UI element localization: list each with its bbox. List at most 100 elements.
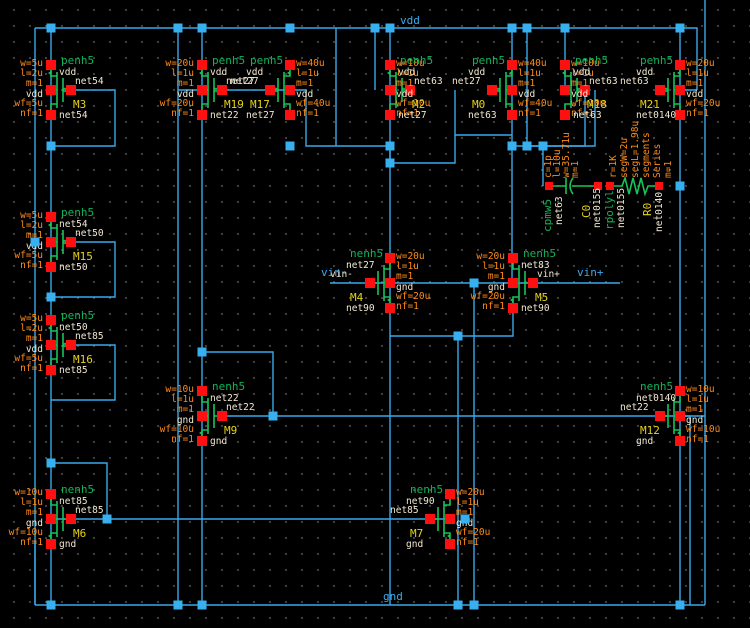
- pin[interactable]: [545, 182, 553, 190]
- source-pin[interactable]: [197, 436, 207, 446]
- gate-pin[interactable]: [580, 85, 590, 95]
- gate-pin[interactable]: [66, 340, 76, 350]
- source-pin[interactable]: [445, 539, 455, 549]
- source-pin[interactable]: [285, 110, 295, 120]
- transistor-M6[interactable]: w=10ul=1um=1wf=10unf=1gndnenh5M6net85gnd…: [9, 483, 104, 550]
- bulk-pin[interactable]: [508, 278, 518, 288]
- bulk-pin[interactable]: [385, 85, 395, 95]
- transistor-M12[interactable]: w=10ul=1um=1wf=10unf=1gndnenh5M12net0140…: [620, 380, 720, 447]
- cell-name-label: penh5: [250, 54, 283, 67]
- source-pin[interactable]: [46, 539, 56, 549]
- drain-pin[interactable]: [46, 315, 56, 325]
- transistor-M2[interactable]: w=10ul=1um=1wf=10unf=1vddpenh5M2vddnet27…: [385, 54, 443, 121]
- junction-dot: [560, 23, 570, 33]
- gate-net-label: net22: [226, 402, 255, 413]
- bulk-pin[interactable]: [507, 85, 517, 95]
- gate-pin[interactable]: [405, 85, 415, 95]
- vin-plus-pin[interactable]: vin+: [577, 266, 604, 279]
- gate-pin[interactable]: [66, 85, 76, 95]
- drain-pin[interactable]: [285, 60, 295, 70]
- resistor-R0[interactable]: [606, 175, 663, 197]
- bulk-pin[interactable]: [675, 85, 685, 95]
- drain-pin[interactable]: [508, 253, 518, 263]
- transistor-M3[interactable]: w=5ul=2um=1wf=5unf=1vddpenh5M3vddnet54ne…: [14, 54, 103, 121]
- gate-pin[interactable]: [425, 514, 435, 524]
- gate-pin[interactable]: [655, 411, 665, 421]
- drain-pin[interactable]: [675, 60, 685, 70]
- source-pin[interactable]: [675, 436, 685, 446]
- drain-pin[interactable]: [507, 60, 517, 70]
- bulk-pin[interactable]: [46, 237, 56, 247]
- net-label: net83: [521, 260, 550, 271]
- vin-minus-pin[interactable]: vin-: [321, 266, 348, 279]
- resistor-param: Series: [652, 144, 663, 178]
- source-pin[interactable]: [197, 110, 207, 120]
- transistor-M16[interactable]: w=5ul=2um=1wf=5unf=1vddpenh5M16net50net8…: [14, 309, 103, 376]
- capacitor-C0[interactable]: [545, 177, 602, 195]
- bulk-pin[interactable]: [197, 411, 207, 421]
- gate-pin[interactable]: [487, 85, 497, 95]
- gnd-label: gnd: [383, 590, 403, 603]
- gate-pin[interactable]: [655, 85, 665, 95]
- bulk-pin[interactable]: [560, 85, 570, 95]
- gate-pin[interactable]: [217, 85, 227, 95]
- pin[interactable]: [655, 182, 663, 190]
- transistor-M18[interactable]: w=10ul=1um=1wf=10unf=1vddpenh5M18vddnet6…: [560, 54, 618, 121]
- drain-pin[interactable]: [385, 60, 395, 70]
- source-pin[interactable]: [46, 262, 56, 272]
- drain-pin[interactable]: [46, 60, 56, 70]
- junction-dot: [102, 514, 112, 524]
- junction-dot: [285, 141, 295, 151]
- transistor-M5[interactable]: w=20ul=1um=1wf=20unf=1gndnenh5M5net83net…: [471, 247, 560, 314]
- source-pin[interactable]: [508, 303, 518, 313]
- bulk-pin[interactable]: [46, 85, 56, 95]
- param-label: m=1: [686, 404, 703, 415]
- instance-label: M6: [73, 527, 86, 540]
- transistor-M17[interactable]: w=40ul=1um=1wf=40unf=1vddpenh5M17vddnet2…: [230, 54, 330, 121]
- source-pin[interactable]: [46, 110, 56, 120]
- junction-dot: [453, 331, 463, 341]
- drain-pin[interactable]: [197, 386, 207, 396]
- drain-pin[interactable]: [560, 60, 570, 70]
- source-pin[interactable]: [560, 110, 570, 120]
- drain-pin[interactable]: [675, 386, 685, 396]
- transistor-M0[interactable]: w=40ul=1um=1wf=40unf=1vddpenh5M0vddnet63…: [452, 54, 552, 121]
- net-label: gnd: [59, 539, 76, 550]
- bulk-pin[interactable]: [385, 278, 395, 288]
- drain-pin[interactable]: [385, 253, 395, 263]
- gate-net-label: net22: [620, 402, 649, 413]
- gate-pin[interactable]: [217, 411, 227, 421]
- bulk-pin[interactable]: [285, 85, 295, 95]
- drain-pin[interactable]: [445, 489, 455, 499]
- transistor-M15[interactable]: w=5ul=2um=1wf=5unf=1vddpenh5M15net54net5…: [14, 206, 103, 273]
- vdd-rail[interactable]: [35, 27, 698, 90]
- bulk-pin[interactable]: [445, 514, 455, 524]
- bulk-pin[interactable]: [46, 514, 56, 524]
- gate-pin[interactable]: [265, 85, 275, 95]
- drain-pin[interactable]: [197, 60, 207, 70]
- source-pin[interactable]: [507, 110, 517, 120]
- transistor-M9[interactable]: w=10ul=1um=1wf=10unf=1gndnenh5M9net22gnd…: [160, 380, 255, 447]
- bulk-pin[interactable]: [675, 411, 685, 421]
- gate-pin[interactable]: [66, 237, 76, 247]
- transistor-M4[interactable]: w=20ul=1um=1wf=20unf=1gndnenh5M4net27net…: [330, 247, 430, 314]
- drain-pin[interactable]: [46, 212, 56, 222]
- drain-pin[interactable]: [46, 489, 56, 499]
- transistor-M21[interactable]: w=20ul=1um=1wf=20unf=1vddpenh5M21vddnet0…: [620, 54, 720, 121]
- gate-pin[interactable]: [528, 278, 538, 288]
- bulk-pin[interactable]: [46, 340, 56, 350]
- source-pin[interactable]: [385, 303, 395, 313]
- source-pin[interactable]: [675, 110, 685, 120]
- gate-pin[interactable]: [365, 278, 375, 288]
- source-pin[interactable]: [385, 110, 395, 120]
- net-label: vdd: [468, 67, 485, 78]
- bulk-net-label: vdd: [518, 89, 535, 100]
- pin[interactable]: [594, 182, 602, 190]
- transistor-M7[interactable]: w=20ul=1um=1wf=20unf=1gndnenh5M7net90gnd…: [390, 483, 490, 550]
- pin[interactable]: [606, 182, 614, 190]
- source-pin[interactable]: [46, 365, 56, 375]
- bulk-pin[interactable]: [197, 85, 207, 95]
- gate-pin[interactable]: [66, 514, 76, 524]
- transistor-M19[interactable]: w=20ul=1um=1wf=20unf=1vddpenh5M19vddnet2…: [160, 54, 255, 121]
